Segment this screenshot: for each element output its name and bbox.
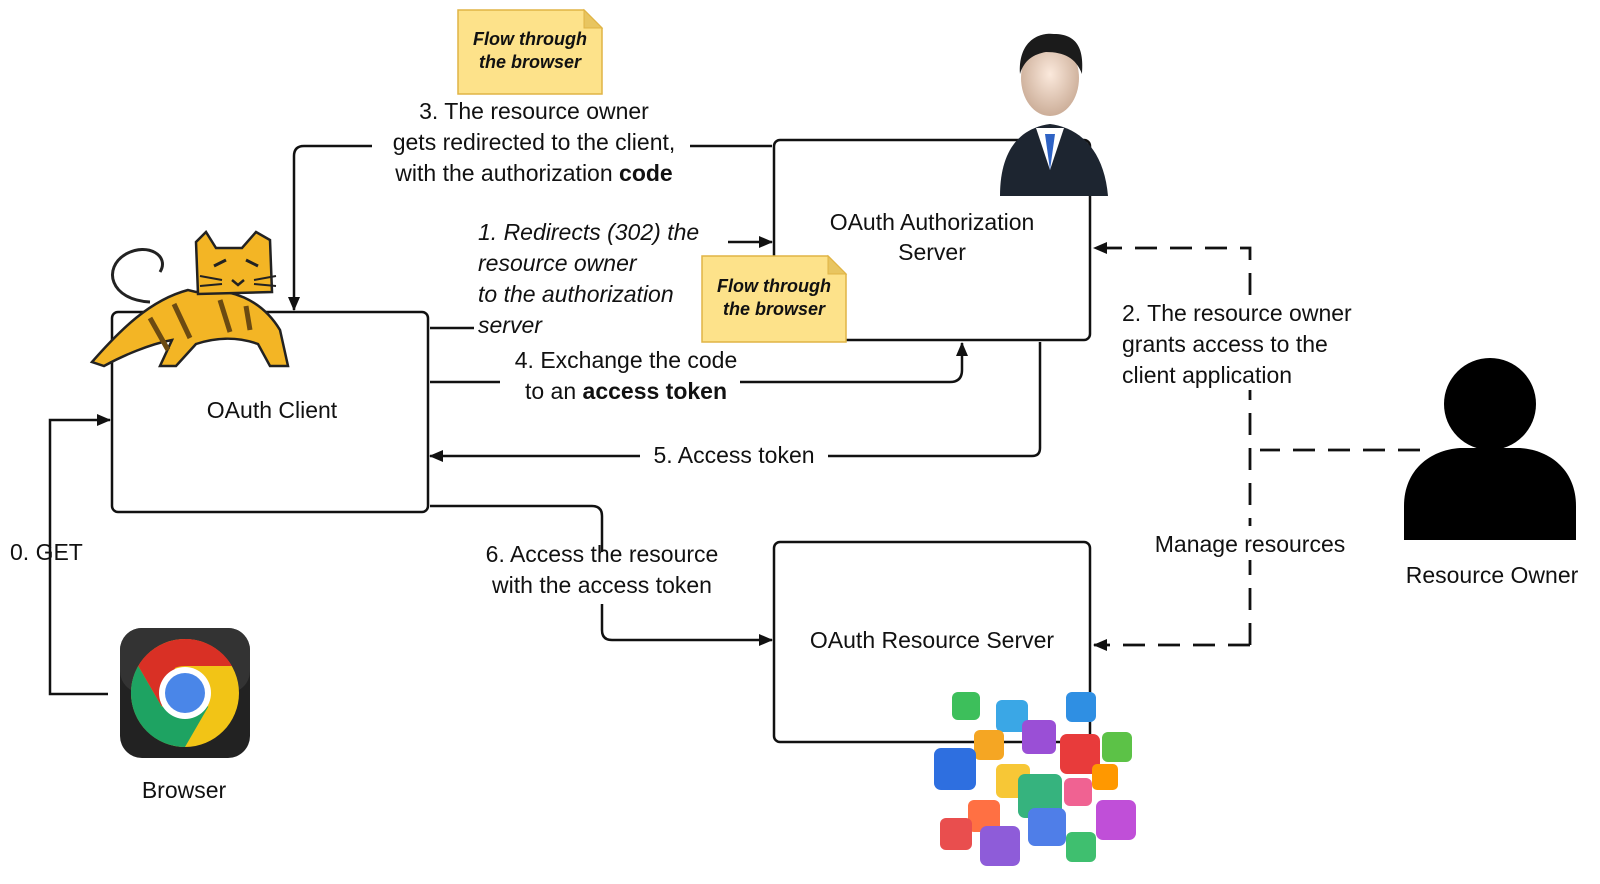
arrow-resource xyxy=(600,604,773,646)
auth-server-label-line1: OAuth Authorization xyxy=(830,209,1035,235)
dashed-grant-link xyxy=(1093,242,1252,645)
svg-text:client application: client application xyxy=(1122,362,1292,388)
svg-text:grants access to the: grants access to the xyxy=(1122,331,1328,357)
grant-label-bg xyxy=(1118,296,1380,390)
step-5-label: 5. Access token xyxy=(653,442,814,468)
sticky-note-middle: Flow through the browser xyxy=(701,254,848,343)
arrow-get xyxy=(48,414,111,696)
svg-text:gets redirected to the client,: gets redirected to the client, xyxy=(393,129,676,155)
svg-text:the browser: the browser xyxy=(723,299,826,319)
step-6-label: 6. Access the resource with the access t… xyxy=(486,541,719,598)
svg-text:to the authorization: to the authorization xyxy=(478,281,674,307)
svg-text:with the access token: with the access token xyxy=(491,572,712,598)
chrome-browser-icon xyxy=(120,628,250,758)
step-3-label: 3. The resource owner gets redirected to… xyxy=(393,98,676,186)
auth-server-label-line2: Server xyxy=(898,239,966,265)
svg-text:1. Redirects (302) the: 1. Redirects (302) the xyxy=(478,219,699,245)
client-label: OAuth Client xyxy=(207,397,338,423)
svg-text:with the authorization code: with the authorization code xyxy=(394,160,672,186)
svg-text:Flow through: Flow through xyxy=(473,29,587,49)
manage-resources-label: Manage resources xyxy=(1155,531,1346,557)
resource-server-label: OAuth Resource Server xyxy=(810,627,1055,653)
line-token-start xyxy=(828,342,1042,458)
sticky-note-top: Flow through the browser xyxy=(457,8,604,95)
arrow-exchange xyxy=(740,342,968,384)
arrow-code xyxy=(288,144,372,311)
resource-server-box xyxy=(772,540,1092,744)
oauth-client-box xyxy=(110,310,430,514)
step-4-label: 4. Exchange the code to an access token xyxy=(515,347,738,404)
browser-label: Browser xyxy=(142,777,227,803)
tomcat-cat-icon xyxy=(89,230,290,368)
svg-text:2. The resource owner: 2. The resource owner xyxy=(1122,300,1352,326)
svg-text:3. The resource owner: 3. The resource owner xyxy=(419,98,649,124)
step-2-label: 2. The resource owner grants access to t… xyxy=(1122,300,1352,388)
person-silhouette-icon xyxy=(1404,358,1576,540)
line-resource-start xyxy=(430,504,604,552)
svg-text:Flow through: Flow through xyxy=(717,276,831,296)
svg-text:the browser: the browser xyxy=(479,52,582,72)
resource-owner-label: Resource Owner xyxy=(1406,562,1579,588)
businessman-icon xyxy=(1000,33,1108,196)
step-0-label: 0. GET xyxy=(10,539,83,565)
svg-text:server: server xyxy=(478,312,543,338)
step-1-label: 1. Redirects (302) the resource owner to… xyxy=(478,219,699,338)
svg-text:resource owner: resource owner xyxy=(478,250,638,276)
svg-text:6. Access the resource: 6. Access the resource xyxy=(486,541,719,567)
app-icons-cluster xyxy=(934,692,1136,866)
svg-text:to an access token: to an access token xyxy=(525,378,727,404)
svg-text:4. Exchange the code: 4. Exchange the code xyxy=(515,347,738,373)
manage-label-bg xyxy=(1122,526,1378,560)
